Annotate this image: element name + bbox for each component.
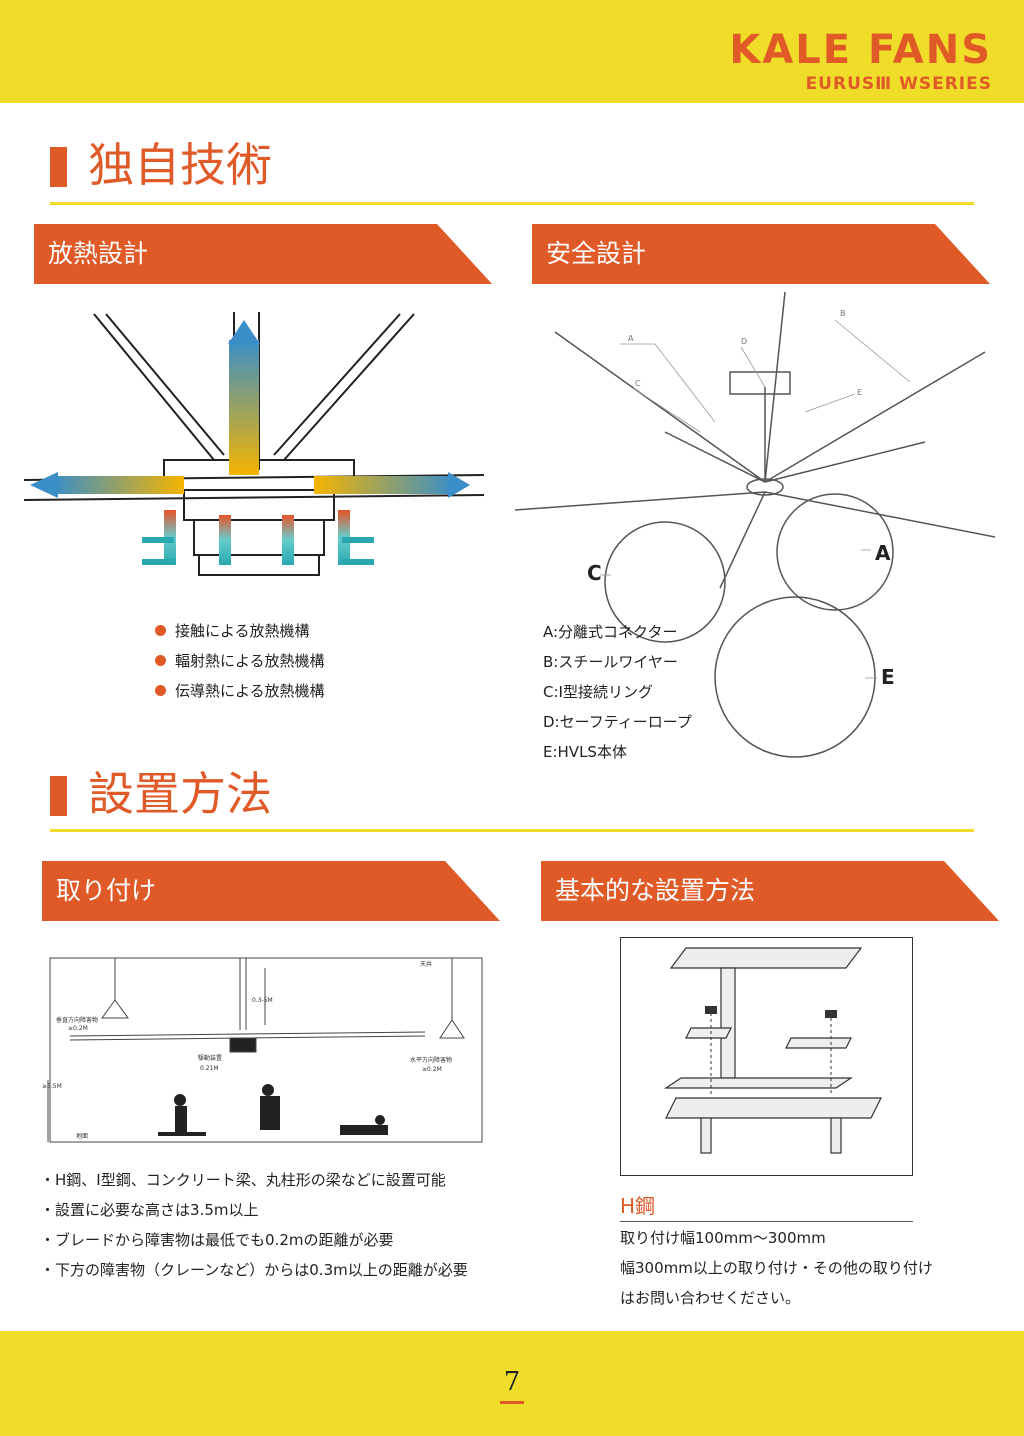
section-title-technology: 独自技術 (50, 137, 974, 205)
bullet-icon (155, 684, 166, 696)
list-item: 伝導熱による放熱機構 (155, 675, 325, 705)
svg-text:天井: 天井 (420, 960, 432, 968)
safety-diagram: A B C D E C A E (515, 292, 995, 762)
list-item: 接触による放熱機構 (155, 615, 325, 645)
bullet-icon (155, 624, 166, 636)
svg-text:垂直方向障害物: 垂直方向障害物 (56, 1016, 98, 1024)
note-item: はお問い合わせください。 (620, 1289, 801, 1307)
note-item: 取り付け幅100mm～300mm (620, 1229, 826, 1247)
svg-text:B: B (840, 309, 846, 318)
svg-text:地面: 地面 (76, 1132, 88, 1140)
mounting-notes: ・H鋼、I型鋼、コンクリート梁、丸柱形の梁などに設置可能 ・設置に必要な高さは3… (40, 1165, 468, 1285)
section-title-text: 独自技術 (88, 138, 272, 192)
note-item: 幅300mm以上の取り付け・その他の取り付け (620, 1259, 933, 1277)
basic-notes: 取り付け幅100mm～300mm 幅300mm以上の取り付け・その他の取り付け … (620, 1223, 933, 1313)
heat-dissipation-diagram (24, 300, 490, 604)
safety-design-heading: 安全設計 (532, 224, 990, 284)
brand-series: EURUSⅢ WSERIES (805, 74, 992, 94)
callout-c: C (587, 561, 602, 585)
svg-text:≥0.2M: ≥0.2M (68, 1025, 88, 1032)
callout-e: E (881, 665, 895, 689)
callout-a: A (875, 541, 891, 565)
safety-legend: A:分離式コネクター B:スチールワイヤー C:I型接続リング D:セーフティー… (543, 617, 692, 767)
legend-item-c: C:I型接続リング (543, 683, 653, 701)
page-number-underline (500, 1401, 524, 1404)
svg-text:≥3.5M: ≥3.5M (42, 1083, 62, 1090)
bullet-icon (155, 654, 166, 666)
beam-caption: H鋼 (620, 1190, 913, 1222)
page-number: 7 (503, 1367, 521, 1397)
svg-text:0.3-5M: 0.3-5M (252, 997, 273, 1004)
svg-text:水平方向障害物: 水平方向障害物 (410, 1056, 452, 1064)
brand-name: KALE FANS (729, 27, 992, 73)
note-item: ・設置に必要な高さは3.5m以上 (40, 1201, 259, 1219)
section-title-installation: 設置方法 (50, 766, 974, 832)
legend-item-b: B:スチールワイヤー (543, 653, 678, 671)
note-item: ・ブレードから障害物は最低でも0.2mの距離が必要 (40, 1231, 394, 1249)
heat-points: 接触による放熱機構 輻射熱による放熱機構 伝導熱による放熱機構 (155, 615, 325, 705)
svg-text:A: A (628, 334, 634, 343)
svg-text:E: E (857, 388, 862, 397)
section-title-text: 設置方法 (88, 767, 272, 821)
list-item: 輻射熱による放熱機構 (155, 645, 325, 675)
basic-installation-heading: 基本的な設置方法 (541, 861, 999, 921)
legend-item-a: A:分離式コネクター (543, 623, 678, 641)
note-item: ・下方の障害物（クレーンなど）からは0.3m以上の距離が必要 (40, 1261, 468, 1279)
heat-design-heading: 放熱設計 (34, 224, 492, 284)
header-band (0, 0, 1024, 103)
mounting-diagram: 天井 地面 垂直方向障害物 ≥0.2M 0.3-5M 駆動装置 0.21M 水平… (40, 950, 486, 1146)
svg-text:D: D (741, 337, 747, 346)
svg-text:C: C (635, 379, 641, 388)
legend-item-e: E:HVLS本体 (543, 743, 627, 761)
svg-text:駆動装置: 駆動装置 (198, 1054, 222, 1062)
note-item: ・H鋼、I型鋼、コンクリート梁、丸柱形の梁などに設置可能 (40, 1171, 446, 1189)
footer-band (0, 1331, 1024, 1436)
svg-text:≥0.2M: ≥0.2M (422, 1066, 442, 1073)
brand-logo: KALE FANS EURUSⅢ WSERIES (729, 30, 992, 94)
svg-text:0.21M: 0.21M (200, 1065, 219, 1072)
mounting-heading: 取り付け (42, 861, 500, 921)
h-beam-diagram (620, 937, 913, 1176)
legend-item-d: D:セーフティーロープ (543, 713, 692, 731)
beam-type-label: H鋼 (620, 1194, 656, 1218)
